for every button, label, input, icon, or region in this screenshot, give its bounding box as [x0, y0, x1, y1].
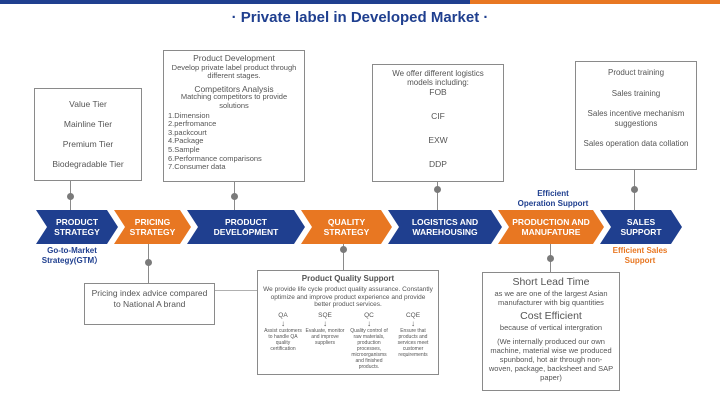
sales-item: Sales training — [611, 88, 661, 98]
quality-code: QA — [278, 312, 288, 320]
sales-support-box: Product training Sales training Sales in… — [575, 61, 697, 170]
product-dev-text: Develop private label product through di… — [171, 62, 297, 81]
stage-sales-support: SALES SUPPORT — [600, 210, 682, 244]
production-box: Short Lead Time as we are one of the lar… — [482, 272, 620, 391]
quality-title: Product Quality Support — [301, 274, 395, 283]
production-text: as we are one of the largest Asian manuf… — [494, 289, 608, 307]
stage-label: PRICING STRATEGY — [129, 217, 176, 237]
tier-item: Value Tier — [69, 99, 107, 109]
quality-support-box: Product Quality Support We provide life … — [257, 270, 439, 375]
step-item: 4.Package — [168, 136, 204, 146]
sales-item: Sales incentive mechanism suggestions — [587, 109, 685, 128]
down-arrow-icon: ↓ — [411, 319, 415, 329]
stage-label: PRODUCT STRATEGY — [54, 217, 100, 237]
logistics-model: FOB — [429, 87, 447, 97]
tier-item: Biodegradable Tier — [52, 159, 124, 169]
step-item: 2.perfromance — [168, 119, 217, 129]
quality-item-text: Ensure that products and services meet c… — [397, 328, 429, 359]
stage-production-manufacture: PRODUCTION AND MANUFATURE — [498, 210, 604, 244]
production-text: (We internally produced our own machine,… — [488, 337, 614, 382]
stage-quality-strategy: QUALITY STRATEGY — [301, 210, 392, 244]
steps-list: 1.Dimension 2.perfromance 3.packcourt 4.… — [168, 110, 300, 172]
connector-dot — [145, 259, 152, 266]
connector-dot — [547, 255, 554, 262]
quality-item-text: Quality control of raw materials, produc… — [350, 328, 388, 371]
quality-item: CQE ↓ Ensure that products and services … — [393, 312, 433, 370]
pricing-text: Pricing index advice compared to Nationa… — [91, 288, 208, 309]
stage-label: QUALITY STRATEGY — [323, 217, 370, 237]
down-arrow-icon: ↓ — [367, 319, 371, 329]
tier-item: Premium Tier — [62, 139, 114, 149]
sales-item: Sales operation data collation — [583, 139, 689, 148]
logistics-box: We offer different logistics models incl… — [372, 64, 504, 182]
stage-label: LOGISTICS AND WAREHOUSING — [411, 217, 479, 237]
down-arrow-icon: ↓ — [281, 319, 285, 329]
logistics-model: CIF — [431, 111, 445, 121]
stage-label: PRODUCT DEVELOPMENT — [213, 217, 279, 237]
top-accent-bar-orange — [470, 0, 720, 4]
quality-code: QC — [364, 312, 374, 320]
efficient-operation-label: Efficient Operation Support — [517, 189, 589, 208]
production-text: because of vertical intergration — [499, 323, 603, 332]
pricing-link-line — [215, 290, 257, 291]
stage-product-strategy: PRODUCT STRATEGY — [36, 210, 118, 244]
production-heading: Short Lead Time — [512, 276, 590, 288]
product-dev-heading: Product Development — [193, 53, 275, 63]
page-title: · Private label in Developed Market · — [231, 9, 489, 26]
connector-dot — [67, 193, 74, 200]
step-item: 6.Performance comparisons — [168, 153, 262, 163]
logistics-model: EXW — [428, 135, 448, 145]
connector-dot — [631, 186, 638, 193]
quality-item: QC ↓ Quality control of raw materials, p… — [347, 312, 391, 371]
step-item: 7.Consumer data — [168, 162, 226, 172]
logistics-model: DDP — [429, 159, 447, 169]
step-item: 3.packcourt — [168, 127, 207, 137]
top-accent-bar-blue — [0, 0, 470, 4]
efficient-sales-label: Efficient Sales Support — [612, 246, 668, 265]
connector-line — [437, 182, 438, 210]
stage-pricing-strategy: PRICING STRATEGY — [114, 210, 191, 244]
step-item: 1.Dimension — [168, 110, 210, 120]
stage-label: SALES SUPPORT — [620, 217, 662, 237]
production-heading: Cost Efficient — [520, 310, 582, 322]
stage-product-development: PRODUCT DEVELOPMENT — [187, 210, 305, 244]
competitors-heading: Competitors Analysis — [194, 83, 274, 94]
step-item: 5.Sample — [168, 144, 200, 154]
competitors-text: Matching competitors to provide solution… — [180, 92, 288, 110]
pricing-box: Pricing index advice compared to Nationa… — [84, 283, 215, 325]
tier-box: Value Tier Mainline Tier Premium Tier Bi… — [34, 88, 142, 181]
quality-items: QA ↓ Assist customers to handle QA quali… — [263, 312, 433, 371]
connector-dot — [340, 246, 347, 253]
connector-line — [343, 244, 344, 270]
logistics-intro: We offer different logistics models incl… — [392, 69, 484, 87]
gtm-label: Go-to-Market Strategy(GTM） — [41, 246, 103, 265]
quality-item-text: Assist customers to handle QA quality ce… — [264, 328, 302, 353]
quality-code: CQE — [405, 312, 421, 320]
tier-item: Mainline Tier — [63, 119, 113, 129]
connector-dot — [434, 186, 441, 193]
stage-label: PRODUCTION AND MANUFATURE — [512, 217, 590, 237]
quality-item: QA ↓ Assist customers to handle QA quali… — [263, 312, 303, 370]
down-arrow-icon: ↓ — [323, 319, 327, 329]
quality-code: SQE — [318, 312, 332, 320]
quality-item: SQE ↓ Evaluate, monitor and improve supp… — [305, 312, 345, 370]
product-development-box: Product Development Develop private labe… — [163, 50, 305, 182]
sales-item: Product training — [607, 68, 665, 77]
stage-logistics-warehousing: LOGISTICS AND WAREHOUSING — [388, 210, 502, 244]
quality-desc: We provide life cycle product quality as… — [263, 285, 433, 309]
connector-dot — [231, 193, 238, 200]
quality-item-text: Evaluate, monitor and improve suppliers — [305, 328, 345, 347]
